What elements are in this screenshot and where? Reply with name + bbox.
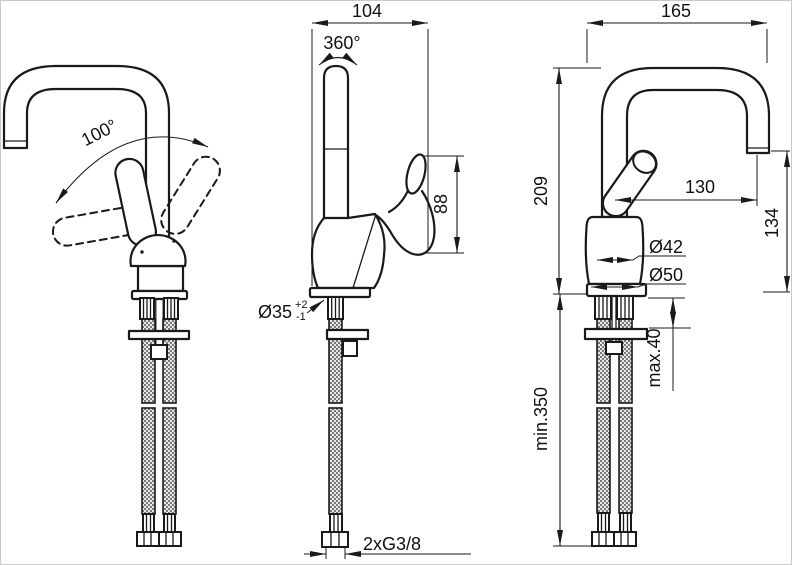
mounting-flange-dim xyxy=(585,282,648,298)
hose-fitting-left xyxy=(136,513,160,547)
supply-hose-side xyxy=(328,318,343,515)
mounting-bracket-side xyxy=(325,328,370,341)
body-seam-line xyxy=(352,213,377,289)
threaded-stud-left xyxy=(139,297,155,320)
dim-max40-label: max.40 xyxy=(644,328,664,387)
mounting-flange-side xyxy=(308,286,372,299)
dim-209-label: 209 xyxy=(531,176,551,206)
front-view: 100° xyxy=(2,64,221,547)
dim-min350-label: min.350 xyxy=(531,387,551,451)
indicator-dot-left xyxy=(140,250,144,254)
dim-42-leader xyxy=(632,255,686,261)
hole-dia-label: Ø35 xyxy=(258,302,292,322)
handle-dome xyxy=(129,234,187,268)
side-fitting-block xyxy=(342,340,358,357)
swivel-arc xyxy=(55,136,209,204)
hole-tol-minus: -1 xyxy=(296,311,306,323)
mounting-bracket-dim xyxy=(583,327,649,341)
rotation-arc xyxy=(318,52,358,66)
dim-130-label: 130 xyxy=(685,177,715,197)
hose-fitting-side xyxy=(321,513,349,548)
handle-lever-side-outer xyxy=(372,189,436,256)
spout-pipe xyxy=(322,64,350,220)
rod-nut-dim xyxy=(605,341,623,355)
dim-50-label: Ø50 xyxy=(649,265,683,285)
hose-fitting-right xyxy=(158,513,182,547)
hose-fitting-right-dim xyxy=(613,512,637,547)
dim-165-label: 165 xyxy=(661,1,691,21)
dim-104-label: 104 xyxy=(352,1,382,21)
hose-fitting-left-dim xyxy=(591,512,615,547)
hole-tol-plus: +2 xyxy=(295,299,308,311)
rod-nut xyxy=(150,344,168,360)
hole-leader xyxy=(306,299,325,314)
faucet-body xyxy=(136,264,185,293)
threaded-stud-side xyxy=(327,296,344,320)
thread-label: 2xG3/8 xyxy=(363,534,421,554)
faucet-body-side xyxy=(310,212,386,290)
mounting-bracket xyxy=(127,329,191,341)
dim-42-label: Ø42 xyxy=(649,237,683,257)
indicator-dot-right xyxy=(172,239,176,243)
faucet-body-dim xyxy=(584,215,645,286)
rotation-label: 360° xyxy=(323,33,360,53)
handle-lever-side-inner xyxy=(387,186,411,214)
dim-50-leader xyxy=(637,283,686,288)
dim-88-label: 88 xyxy=(431,194,451,214)
side-view: 104 360° 88 Ø35 +2 -1 2xG3/8 xyxy=(258,1,471,559)
threaded-stud-right xyxy=(163,297,179,320)
swivel-angle-label: 100° xyxy=(78,115,120,150)
handle-knob-side xyxy=(405,153,427,195)
threaded-stud-left-dim xyxy=(594,295,612,320)
dim-134-label: 134 xyxy=(762,208,782,238)
threaded-stud-right-dim xyxy=(616,295,634,320)
dimension-view: 165 209 134 130 Ø42 Ø50 max.40 min.350 xyxy=(531,1,790,547)
